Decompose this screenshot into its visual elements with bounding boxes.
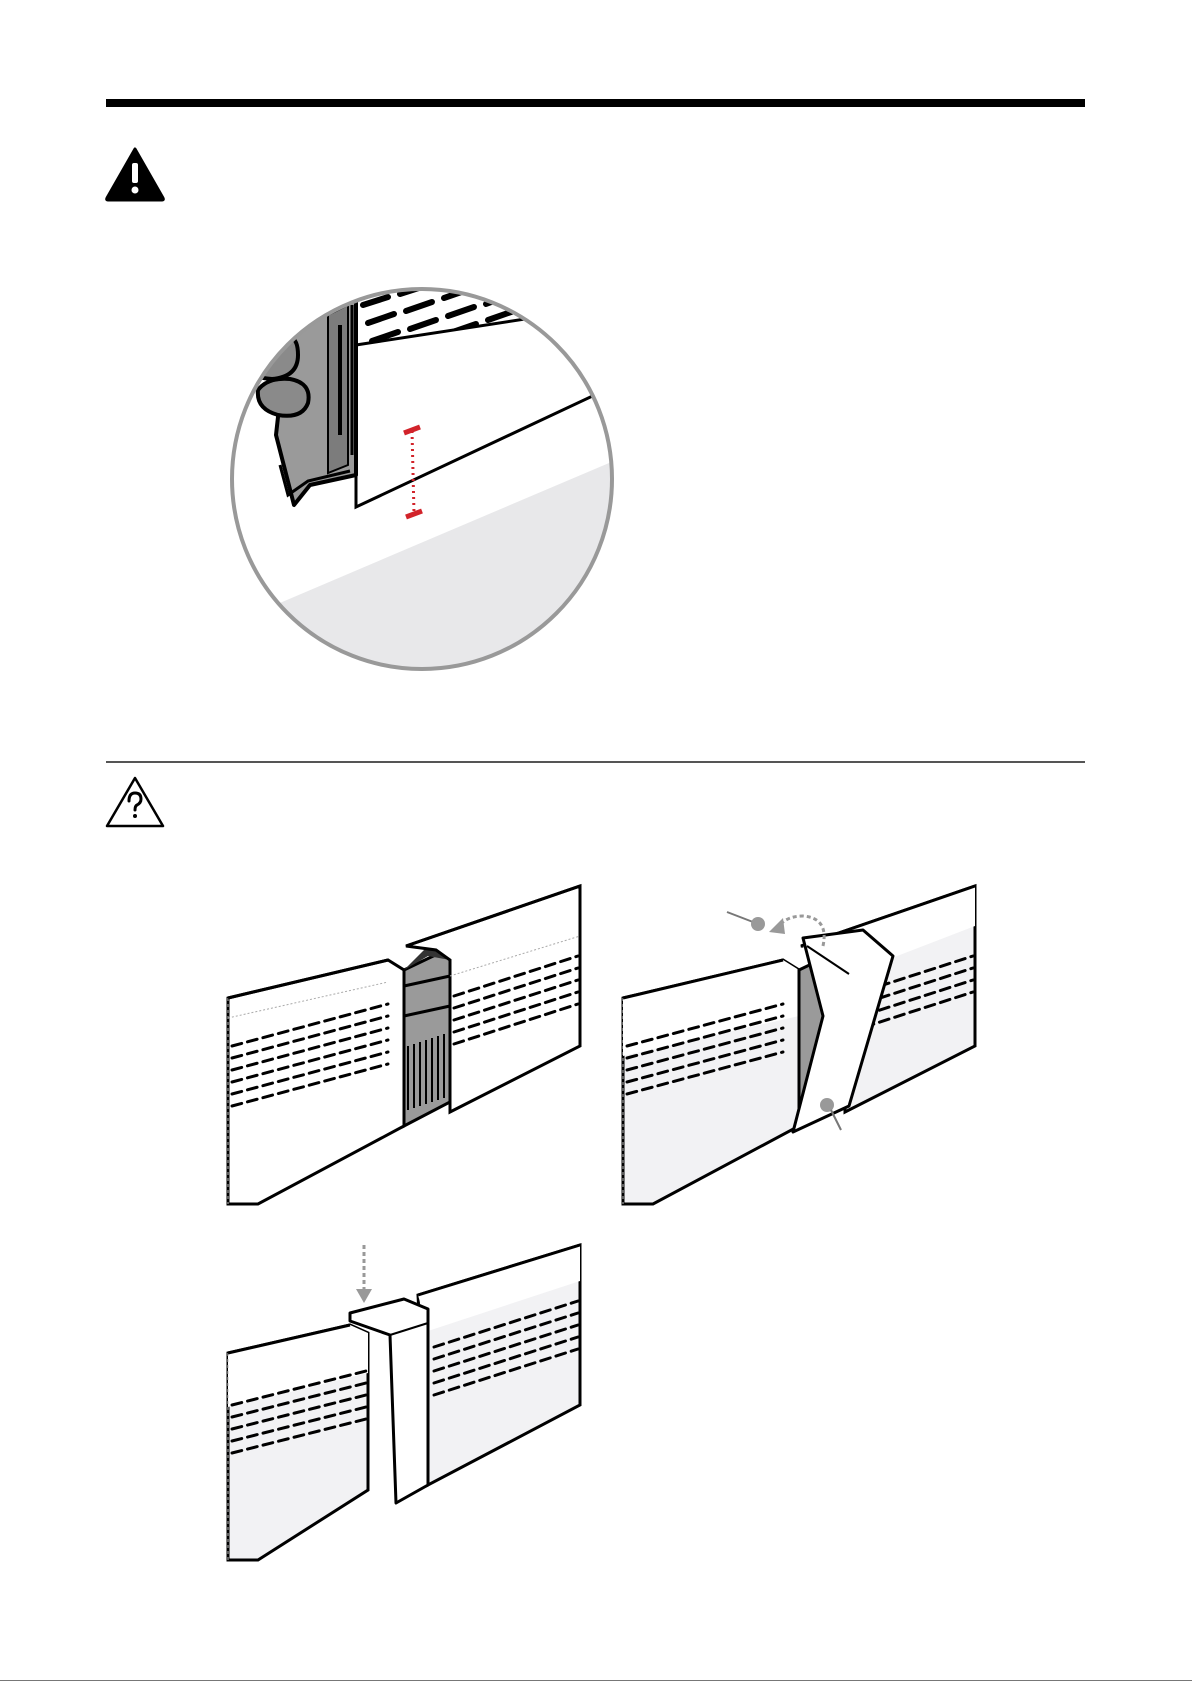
top-rule <box>106 99 1085 107</box>
question-triangle-icon <box>104 775 166 829</box>
detail-gap-zoom-circle <box>228 285 616 673</box>
step-1-cover-gap <box>228 886 580 1211</box>
page-bottom-rule <box>0 1680 1192 1681</box>
step-2-wrap-joiner <box>623 886 975 1211</box>
callout-pointer-top <box>727 912 765 931</box>
section-divider <box>106 761 1085 763</box>
warning-exclamation-icon <box>104 146 166 202</box>
step-3-joiner-installed <box>228 1245 580 1565</box>
down-arrow-icon <box>356 1289 372 1303</box>
